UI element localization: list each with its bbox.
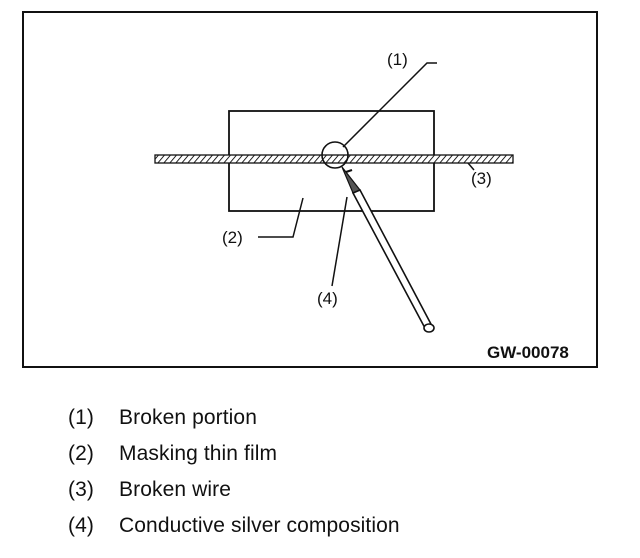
callout-1: (1)	[387, 50, 408, 69]
figure-frame	[22, 11, 598, 368]
legend-text: Broken portion	[119, 406, 257, 429]
callout-2: (2)	[222, 228, 243, 247]
legend-list: (1) Broken portion (2) Masking thin film…	[68, 400, 400, 544]
legend-item: (1) Broken portion	[68, 400, 400, 436]
legend-number: (2)	[68, 442, 94, 465]
legend-text: Conductive silver composition	[119, 514, 400, 537]
legend-item: (4) Conductive silver composition	[68, 508, 400, 544]
applicator-pen	[341, 166, 435, 333]
leader-line-2	[258, 197, 304, 238]
legend-number: (4)	[68, 514, 94, 537]
figure-code: GW-00078	[487, 343, 569, 362]
leader-line-3	[467, 162, 475, 171]
broken-wire	[154, 154, 514, 164]
legend-item: (2) Masking thin film	[68, 436, 400, 472]
callout-4: (4)	[317, 289, 338, 308]
leader-line-1	[342, 62, 437, 148]
legend-number: (1)	[68, 406, 94, 429]
legend-text: Masking thin film	[119, 442, 278, 465]
broken-portion-circle	[321, 141, 349, 169]
callout-3: (3)	[471, 169, 492, 188]
legend-number: (3)	[68, 478, 94, 501]
legend-item: (3) Broken wire	[68, 472, 400, 508]
leader-line-4	[331, 196, 348, 287]
repair-diagram: (1) (2) (3) (4) GW-00078	[22, 11, 598, 368]
legend-text: Broken wire	[119, 478, 231, 501]
